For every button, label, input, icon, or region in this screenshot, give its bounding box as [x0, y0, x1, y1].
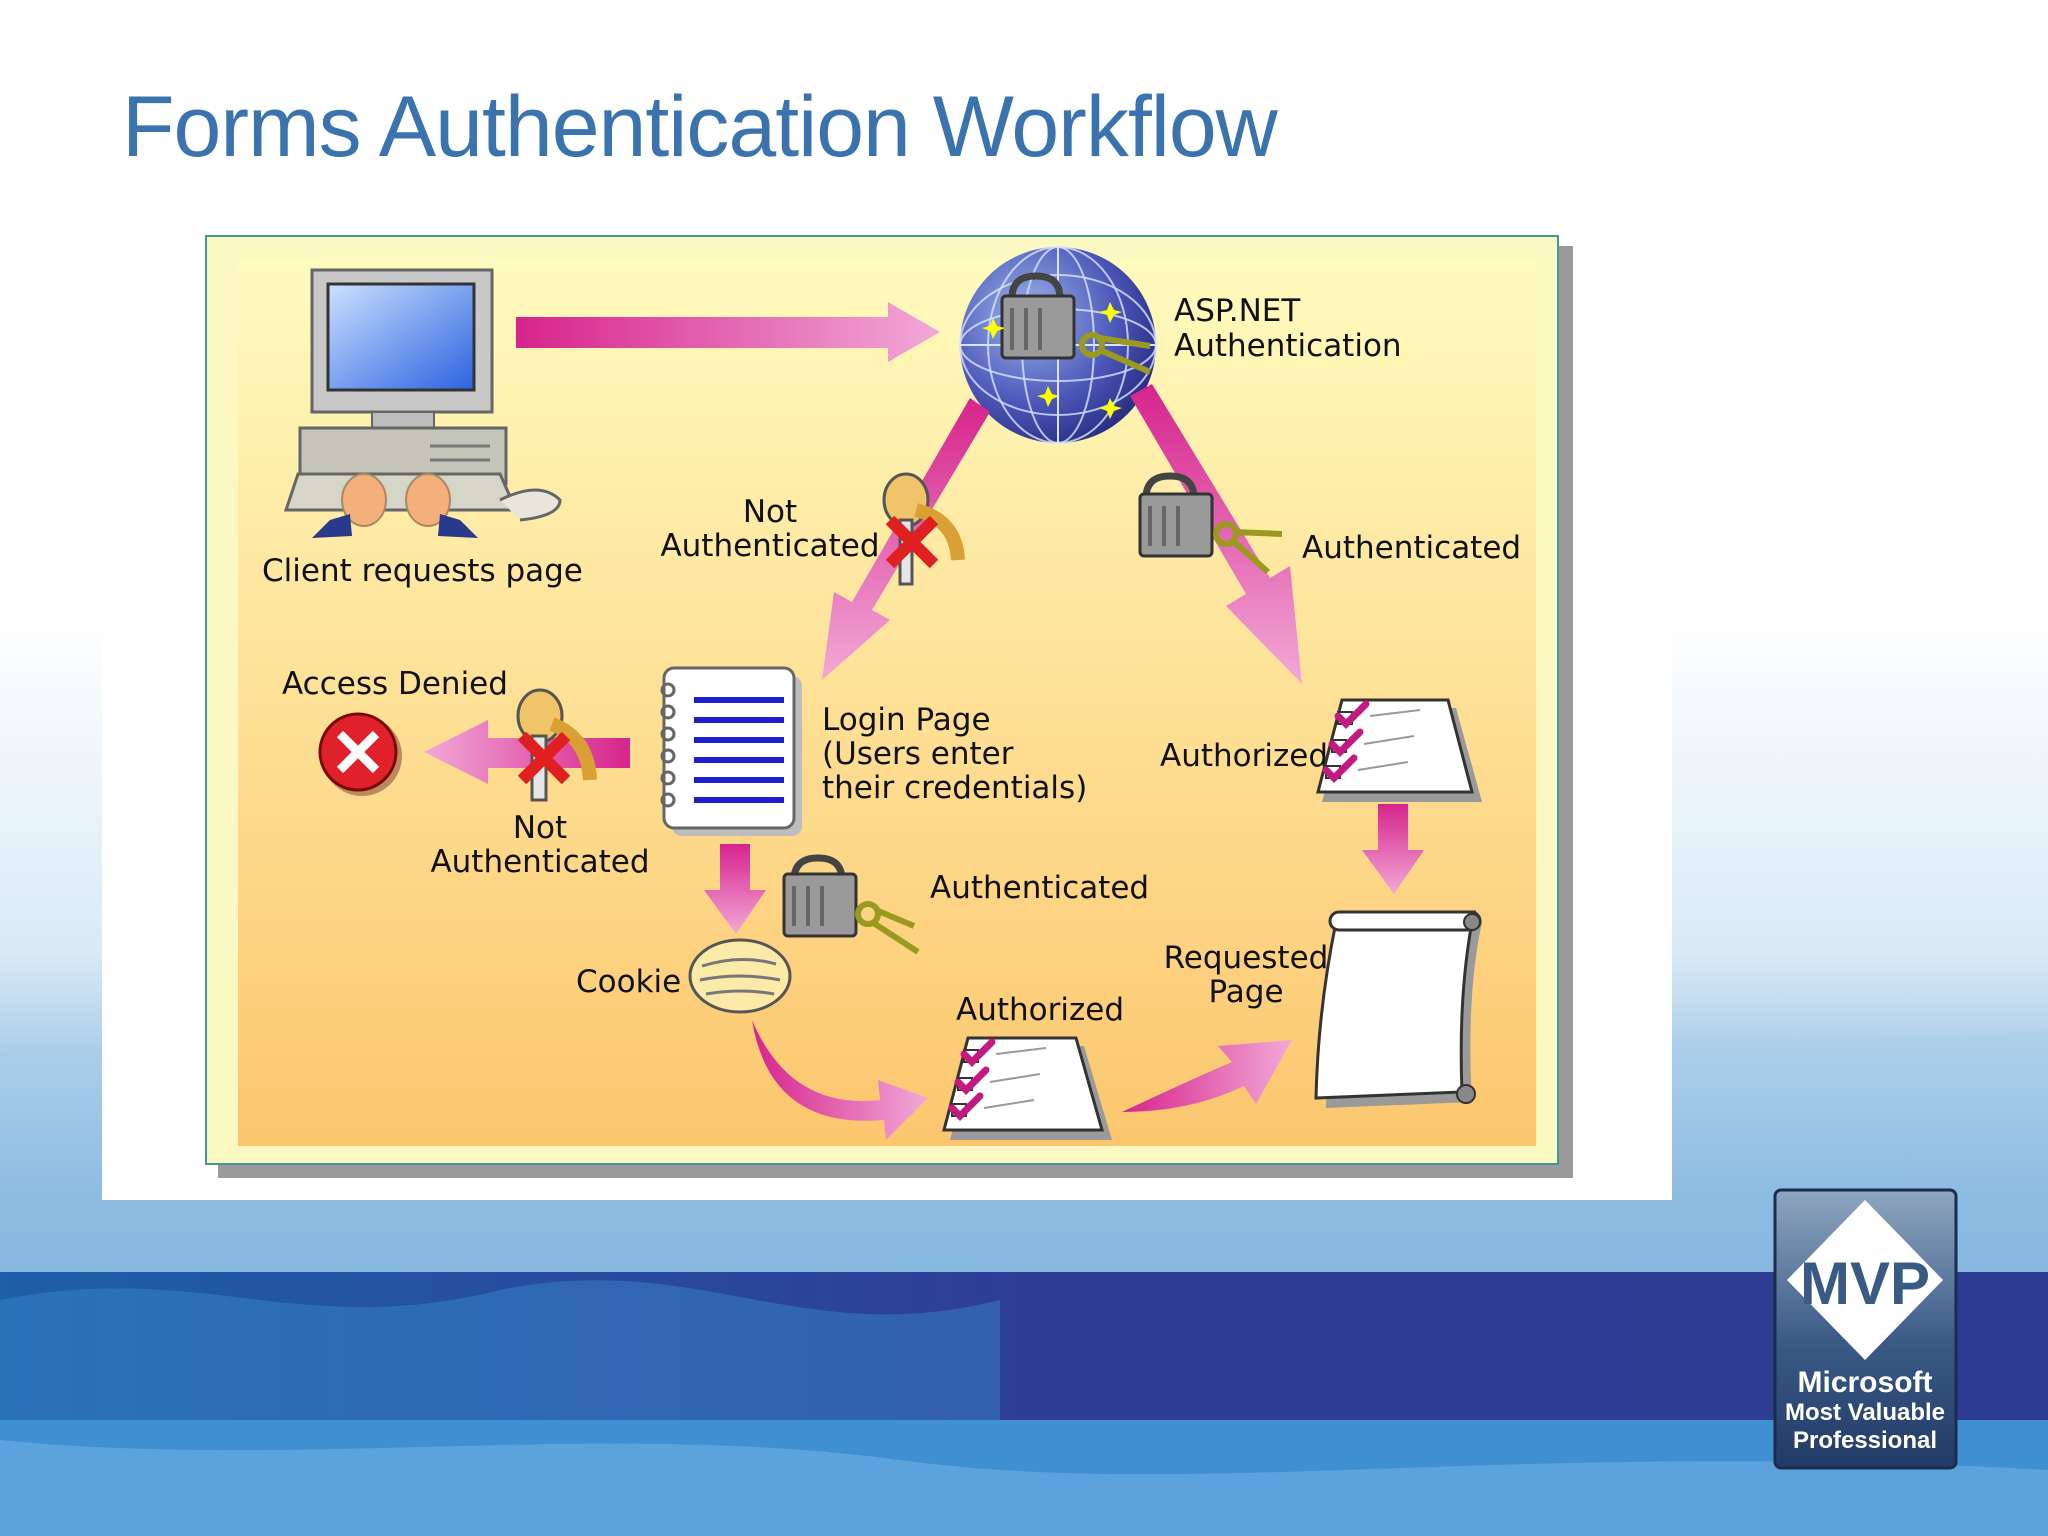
- requested-page-scroll-icon: [1314, 910, 1482, 1108]
- not-authenticated-left-line2: Authenticated: [430, 844, 649, 880]
- padlock-icon-mid: [782, 854, 858, 938]
- authorized-bottom-label: Authorized: [956, 992, 1124, 1028]
- mvp-diamond: [1787, 1200, 1943, 1360]
- key-icon-right: [1213, 521, 1283, 575]
- padlock-icon: [1000, 272, 1076, 360]
- arrow-authorized-to-requested: [1362, 804, 1424, 894]
- arrow-login-to-denied: [424, 720, 630, 784]
- key-rejected-icon-top: [882, 472, 965, 586]
- arrow-cookie-to-authorized: [752, 1020, 928, 1140]
- badge-line2: Most Valuable: [1785, 1399, 1945, 1426]
- key-rejected-icon-left: [516, 688, 597, 802]
- key-icon: [1079, 332, 1152, 375]
- padlock-icon-right: [1138, 472, 1214, 558]
- arrow-client-to-aspnet: [516, 302, 940, 362]
- arrow-authorized-to-requested-page: [1122, 1040, 1292, 1112]
- access-denied-label: Access Denied: [282, 666, 508, 702]
- aspnet-label-line2: Authentication: [1174, 328, 1402, 364]
- not-authenticated-left-line1: Not: [513, 810, 567, 846]
- cookie-label: Cookie: [576, 964, 681, 1000]
- key-icon-mid: [855, 901, 920, 955]
- cookie-icon: [688, 938, 792, 1014]
- not-authenticated-top-line1: Not: [743, 494, 797, 530]
- login-label-line1: Login Page: [822, 702, 991, 738]
- mvp-logo-text: MVP: [1800, 1250, 1930, 1317]
- authorized-checklist-icon-right: [1316, 698, 1482, 802]
- aspnet-label-line1: ASP.NET: [1174, 293, 1301, 329]
- badge-microsoft: Microsoft: [1798, 1366, 1933, 1399]
- login-label-line2: (Users enter: [822, 736, 1014, 772]
- login-label-line3: their credentials): [822, 770, 1087, 806]
- access-denied-icon: [318, 712, 402, 796]
- login-page-icon: [660, 666, 802, 836]
- requested-page-line2: Page: [1208, 974, 1283, 1010]
- mvp-badge: MVP Microsoft Most Valuable Professional: [1773, 1188, 1958, 1470]
- slide-title: Forms Authentication Workflow: [122, 79, 1278, 175]
- not-authenticated-top-line2: Authenticated: [660, 528, 879, 564]
- arrow-login-to-cookie: [704, 844, 766, 934]
- sparkle-icons: [982, 302, 1122, 419]
- client-requests-label: Client requests page: [262, 553, 583, 589]
- authenticated-mid-label: Authenticated: [930, 870, 1149, 906]
- requested-page-line1: Requested: [1164, 940, 1329, 976]
- computer-icon: [283, 268, 562, 538]
- authorized-checklist-icon-bottom: [942, 1036, 1112, 1140]
- badge-line3: Professional: [1793, 1427, 1937, 1454]
- authenticated-right-label: Authenticated: [1302, 530, 1521, 566]
- authorized-right-label: Authorized: [1160, 738, 1328, 774]
